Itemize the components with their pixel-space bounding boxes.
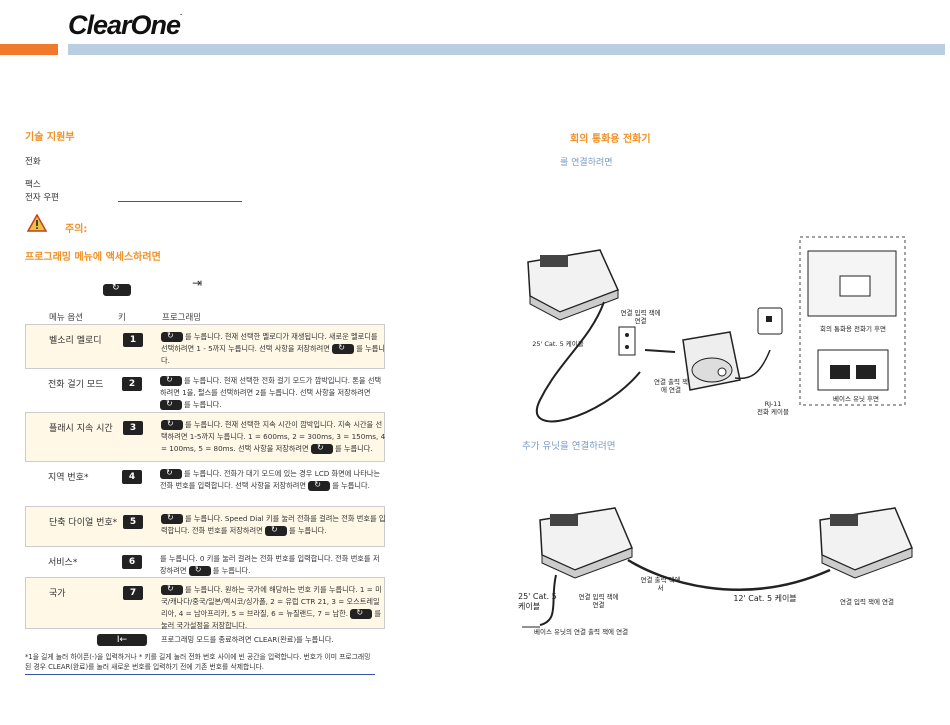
base-out-label: 연결 출력 잭에 연결 (653, 378, 689, 394)
programming-header: 프로그래밍 (162, 313, 202, 323)
program-key-icon (161, 583, 183, 595)
program-key-icon (310, 442, 333, 454)
menu-option: 벨소리 멜로디 (49, 336, 102, 346)
conference-phone-heading: 회의 통화용 전화기 (570, 134, 651, 145)
base-out-note: 베이스 유닛의 연결 출력 잭에 연결 (534, 628, 629, 636)
footnote: *1을 길게 눌러 하이픈(-)을 입력하거나 * 키를 길게 눌러 전화 번호… (25, 652, 375, 675)
program-key-icon (160, 374, 182, 386)
exit-instruction: 프로그래밍 모드를 종료하려면 CLEAR(완료)를 누릅니다. (161, 635, 334, 644)
wall-outlet-illustration (618, 326, 636, 356)
program-key-icon (160, 398, 182, 410)
menu-desc: 를 누릅니다. 전화가 대기 모드에 있는 경우 LCD 화면에 나타나는 전화… (160, 467, 385, 492)
menu-option-header: 메뉴 옵션 (49, 313, 83, 323)
menu-option: 지역 번호* (48, 473, 89, 483)
menu-option: 플래시 지속 시간 (49, 424, 113, 434)
menu-option: 전화 걸기 모드 (48, 380, 104, 390)
fax-label: 팩스 (25, 180, 41, 190)
menu-row-flash-duration: 플래시 지속 시간 3 를 누릅니다. 현재 선택한 지속 시간이 깜박입니다.… (25, 412, 385, 462)
conf-input-label: 연결 입력 잭에 연결 (620, 309, 661, 325)
menu-desc: 를 누릅니다. Speed Dial 키를 눌러 전화를 걸려는 전화 번호를 … (161, 512, 386, 537)
menu-desc: 를 누릅니다. 현재 선택한 멜로디가 재생됩니다. 새로운 멜로디를 선택하려… (161, 330, 386, 367)
menu-option: 서비스* (48, 558, 78, 568)
enter-arrow-icon: ⇥ (192, 276, 203, 290)
email-link-underline[interactable] (118, 201, 242, 202)
phone-label: 전화 (25, 157, 41, 167)
menu-row-dial-mode: 전화 걸기 모드 2 를 누릅니다. 현재 선택한 전화 걸기 모드가 깜박입니… (25, 369, 385, 412)
key-header: 키 (118, 313, 126, 323)
base-unit-rear-inset (817, 349, 889, 391)
program-key-icon (332, 342, 355, 354)
menu-key: 6 (122, 555, 142, 569)
menu-row-area-code: 지역 번호* 4 를 누릅니다. 전화가 대기 모드에 있는 경우 LCD 화면… (25, 462, 385, 506)
menu-row-service: 서비스* 6 를 누릅니다. 0 키를 눌러 걸려는 전화 번호를 입력합니다.… (25, 547, 385, 577)
menu-key: 1 (123, 333, 143, 347)
caution-label: 주의: (65, 224, 88, 235)
conference-phone-illustration (527, 249, 620, 321)
tech-support-heading: 기술 지원부 (25, 132, 75, 143)
menu-option: 국가 (49, 589, 66, 599)
out-jack-label: 연결 출력 잭에서 (640, 576, 681, 592)
menu-key: 5 (123, 515, 143, 529)
menu-desc: 를 누릅니다. 원하는 국가에 해당하는 번호 키를 누릅니다. 1 = 미국/… (161, 583, 386, 632)
program-key-icon (103, 279, 131, 298)
program-key-icon (160, 467, 182, 479)
cable-25ft-label: 25' Cat. 5 케이블 (532, 340, 584, 348)
connect-heading: 를 연결하려면 (560, 158, 613, 168)
menu-key: 2 (122, 377, 142, 391)
clearone-logo: ClearOne. (68, 10, 182, 40)
program-key-icon (161, 512, 183, 524)
accent-bar (0, 44, 58, 55)
in-jack-2-label: 연결 입력 잭에 연결 (839, 598, 895, 606)
program-key-icon (308, 479, 331, 491)
menu-key: 4 (122, 470, 142, 484)
warning-triangle-icon (26, 213, 48, 236)
program-key-icon (161, 330, 183, 342)
add-unit-heading: 추가 유닛을 연결하려면 (522, 441, 616, 452)
menu-desc: 를 누릅니다. 0 키를 눌러 걸려는 전화 번호를 입력합니다. 전화 번호를… (160, 553, 385, 577)
menu-option: 단축 다이얼 번호* (49, 518, 118, 528)
program-key-icon (265, 524, 288, 536)
base-rear-inset-label: 베이스 유닛 후면 (833, 395, 879, 403)
menu-key: 7 (123, 586, 143, 600)
conf-input-label: 연결 입력 잭에 연결 (578, 593, 619, 609)
base-unit-illustration (682, 331, 741, 391)
clear-key: I← (97, 634, 147, 646)
conference-phone-illustration (819, 507, 913, 579)
menu-row-ring-melody: 벨소리 멜로디 1 를 누릅니다. 현재 선택한 멜로디가 재생됩니다. 새로운… (25, 324, 385, 369)
menu-desc: 를 누릅니다. 현재 선택한 전화 걸기 모드가 깜박입니다. 톤을 선택하려면… (160, 374, 385, 411)
menu-row-speed-dial: 단축 다이얼 번호* 5 를 누릅니다. Speed Dial 키를 눌러 전화… (25, 506, 385, 547)
programming-heading: 프로그래밍 메뉴에 액세스하려면 (25, 252, 161, 263)
menu-desc: 를 누릅니다. 현재 선택한 지속 시간이 깜박입니다. 지속 시간을 선택하려… (161, 418, 386, 455)
email-label: 전자 우편 (25, 193, 59, 203)
program-key-icon (350, 607, 373, 619)
cable-12ft-label: 12' Cat. 5 케이블 (733, 594, 797, 603)
header-bar (68, 44, 945, 55)
conf-rear-inset-label: 회의 통화용 전화기 후면 (820, 325, 886, 333)
program-key-icon (188, 564, 211, 576)
menu-row-country: 국가 7 를 누릅니다. 원하는 국가에 해당하는 번호 키를 누릅니다. 1 … (25, 577, 386, 632)
conference-phone-illustration (539, 507, 633, 579)
program-key-icon (161, 418, 183, 430)
menu-key: 3 (123, 421, 143, 435)
